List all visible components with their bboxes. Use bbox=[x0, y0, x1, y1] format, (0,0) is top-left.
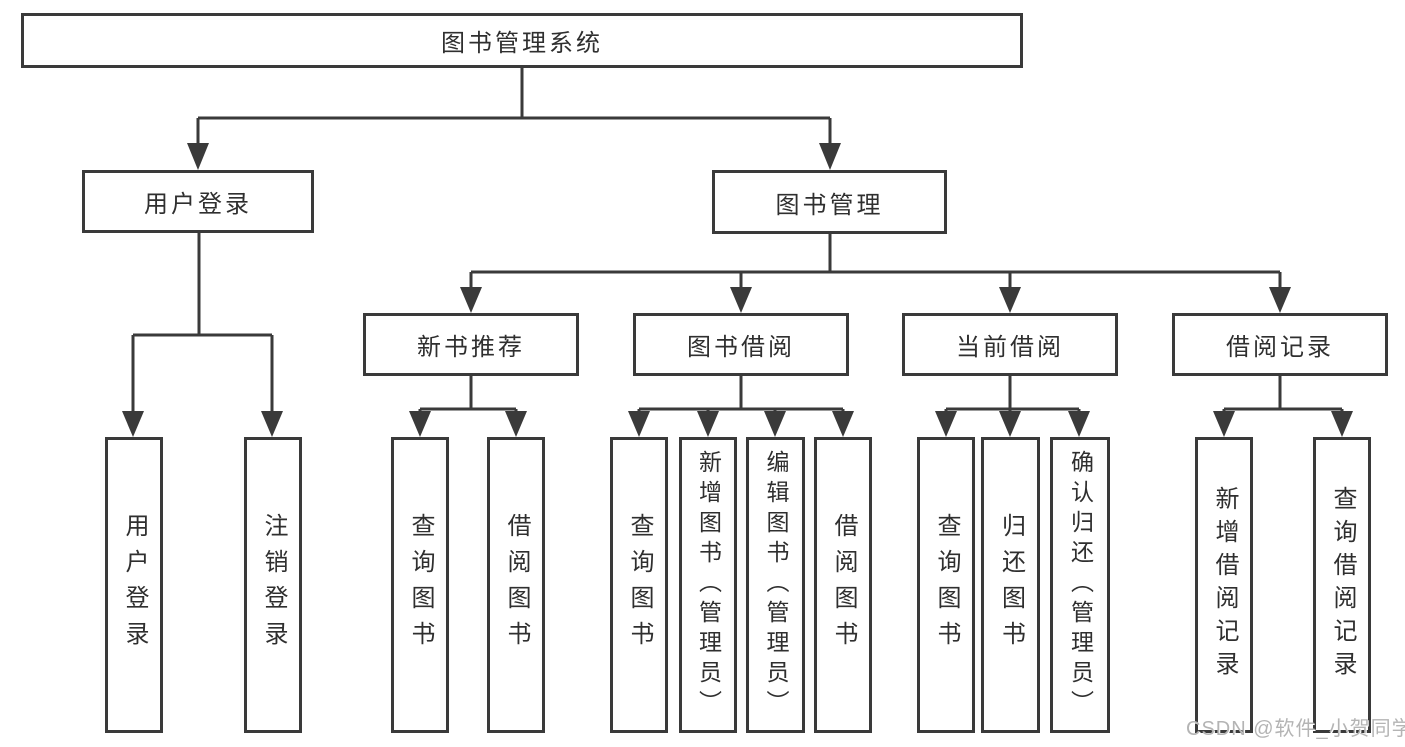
leaf-label: 查询图书 bbox=[933, 513, 960, 657]
leaf-label: 借阅图书 bbox=[503, 513, 530, 657]
leaf-add-book-admin: 新增图书（管理员） bbox=[679, 437, 737, 733]
node-label: 用户登录 bbox=[144, 191, 252, 218]
leaf-label: 注销登录 bbox=[260, 513, 287, 657]
leaf-borrow-books: 借阅图书 bbox=[814, 437, 872, 733]
leaf-label: 查询图书 bbox=[626, 513, 653, 657]
connector-lines bbox=[131, 66, 1344, 418]
arrowheads bbox=[122, 143, 1353, 437]
leaf-label: 确认归还（管理员） bbox=[1067, 450, 1094, 720]
node-borrow-records: 借阅记录 bbox=[1172, 313, 1388, 376]
leaf-add-borrow-record: 新增借阅记录 bbox=[1195, 437, 1253, 733]
leaf-query-borrow-record: 查询借阅记录 bbox=[1313, 437, 1371, 733]
leaf-logout: 注销登录 bbox=[244, 437, 302, 733]
node-label: 当前借阅 bbox=[956, 334, 1064, 361]
node-current-borrow: 当前借阅 bbox=[902, 313, 1118, 376]
leaf-label: 编辑图书（管理员） bbox=[763, 450, 789, 720]
leaf-query-books-recommend: 查询图书 bbox=[391, 437, 449, 733]
leaf-confirm-return-admin: 确认归还（管理员） bbox=[1050, 437, 1110, 733]
leaf-return-books: 归还图书 bbox=[981, 437, 1040, 733]
node-new-book-recommend: 新书推荐 bbox=[363, 313, 579, 376]
node-label: 图书借阅 bbox=[687, 334, 795, 361]
node-library-management-system: 图书管理系统 bbox=[21, 13, 1023, 68]
leaf-query-books-borrow: 查询图书 bbox=[610, 437, 668, 733]
node-label: 借阅记录 bbox=[1226, 334, 1334, 361]
node-book-management: 图书管理 bbox=[712, 170, 947, 234]
node-user-login: 用户登录 bbox=[82, 170, 314, 233]
leaf-label: 新增图书（管理员） bbox=[695, 450, 722, 720]
leaf-label: 查询图书 bbox=[407, 513, 434, 657]
node-label: 图书管理 bbox=[775, 191, 884, 219]
leaf-query-books-current: 查询图书 bbox=[917, 437, 975, 733]
node-label: 图书管理系统 bbox=[441, 30, 603, 57]
csdn-watermark: CSDN @软件_小贺同学 bbox=[1186, 718, 1405, 740]
leaf-user-login: 用户登录 bbox=[105, 437, 163, 733]
leaf-label: 新增借阅记录 bbox=[1211, 486, 1238, 684]
leaf-label: 借阅图书 bbox=[830, 513, 857, 657]
leaf-edit-book-admin: 编辑图书（管理员） bbox=[746, 437, 805, 733]
node-book-borrow: 图书借阅 bbox=[633, 313, 849, 376]
leaf-label: 归还图书 bbox=[997, 513, 1025, 657]
leaf-borrow-books-recommend: 借阅图书 bbox=[487, 437, 545, 733]
node-label: 新书推荐 bbox=[417, 334, 525, 361]
leaf-label: 用户登录 bbox=[121, 513, 148, 657]
leaf-label: 查询借阅记录 bbox=[1329, 486, 1356, 684]
